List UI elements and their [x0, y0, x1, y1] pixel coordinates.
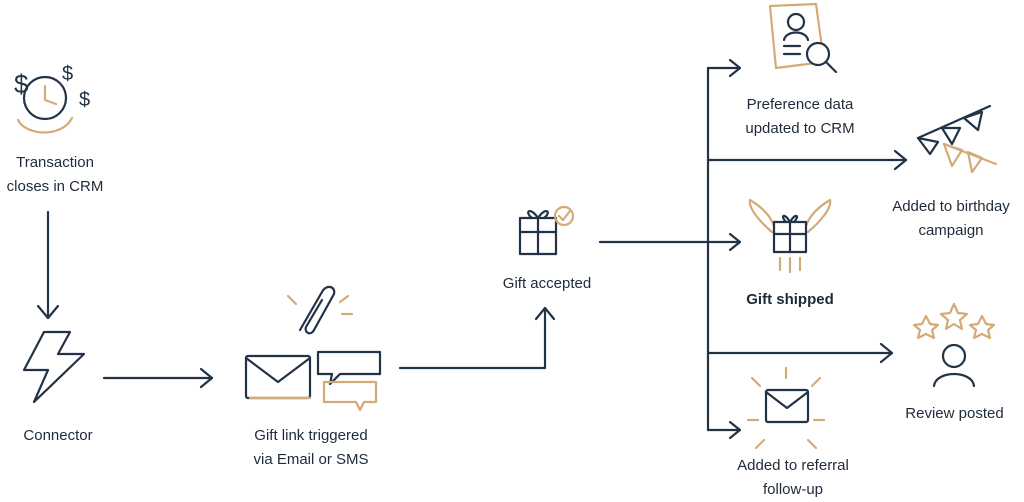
node-label-line: Added to referral — [737, 457, 849, 474]
node-label-connector: Connector — [0, 424, 116, 448]
node-label-gift-accepted: Gift accepted — [482, 272, 612, 296]
node-label-transaction: Transaction closes in CRM — [0, 151, 110, 199]
envelope-rays-icon — [746, 366, 826, 450]
node-label-line: follow-up — [762, 481, 824, 498]
node-label-preference: Preference data updated to CRM — [725, 93, 875, 141]
arrow-to-preference — [706, 58, 742, 78]
winged-gift-icon — [748, 198, 832, 274]
flow-arrows — [36, 58, 908, 440]
gift-checkmark-icon — [518, 205, 575, 256]
node-label-line: Preference data — [746, 96, 854, 113]
svg-text:$: $ — [14, 69, 29, 99]
arrow-connector-to-giftlink — [102, 367, 214, 389]
node-label-birthday: Added to birthday campaign — [878, 195, 1024, 243]
node-label-line: campaign — [918, 222, 984, 239]
node-label-gift-link: Gift link triggered via Email or SMS — [231, 424, 391, 472]
node-label-line: Transaction — [16, 154, 94, 171]
arrow-to-birthday — [706, 149, 908, 171]
node-label-line: Gift accepted — [502, 275, 592, 292]
profile-search-icon — [768, 2, 838, 74]
node-label-line: via Email or SMS — [253, 451, 369, 468]
arrow-giftlink-to-accepted — [398, 306, 556, 370]
node-label-line: Review posted — [905, 405, 1004, 422]
arrow-to-gift-shipped — [706, 232, 742, 252]
svg-text:$: $ — [62, 63, 73, 85]
clock-money-icon: $ $ $ — [14, 63, 90, 134]
person-stars-icon — [912, 302, 996, 388]
node-label-line: Gift link triggered — [254, 427, 368, 444]
node-label-review: Review posted — [885, 402, 1024, 426]
node-label-referral: Added to referral follow-up — [718, 454, 868, 502]
lightning-bolt-icon — [22, 330, 86, 404]
envelope-chat-paperclip-icon — [244, 285, 382, 412]
node-label-line: updated to CRM — [745, 120, 855, 137]
arrow-to-referral — [706, 420, 742, 440]
node-label-line: Connector — [23, 427, 93, 444]
node-label-line: closes in CRM — [6, 178, 104, 195]
node-label-gift-shipped: Gift shipped — [725, 288, 855, 312]
node-label-line: Gift shipped — [746, 291, 834, 308]
arrow-transaction-to-connector — [36, 210, 60, 320]
svg-text:$: $ — [79, 89, 90, 111]
bunting-flags-icon — [916, 104, 998, 174]
node-label-line: Added to birthday — [892, 198, 1010, 215]
arrow-to-review — [706, 342, 894, 364]
